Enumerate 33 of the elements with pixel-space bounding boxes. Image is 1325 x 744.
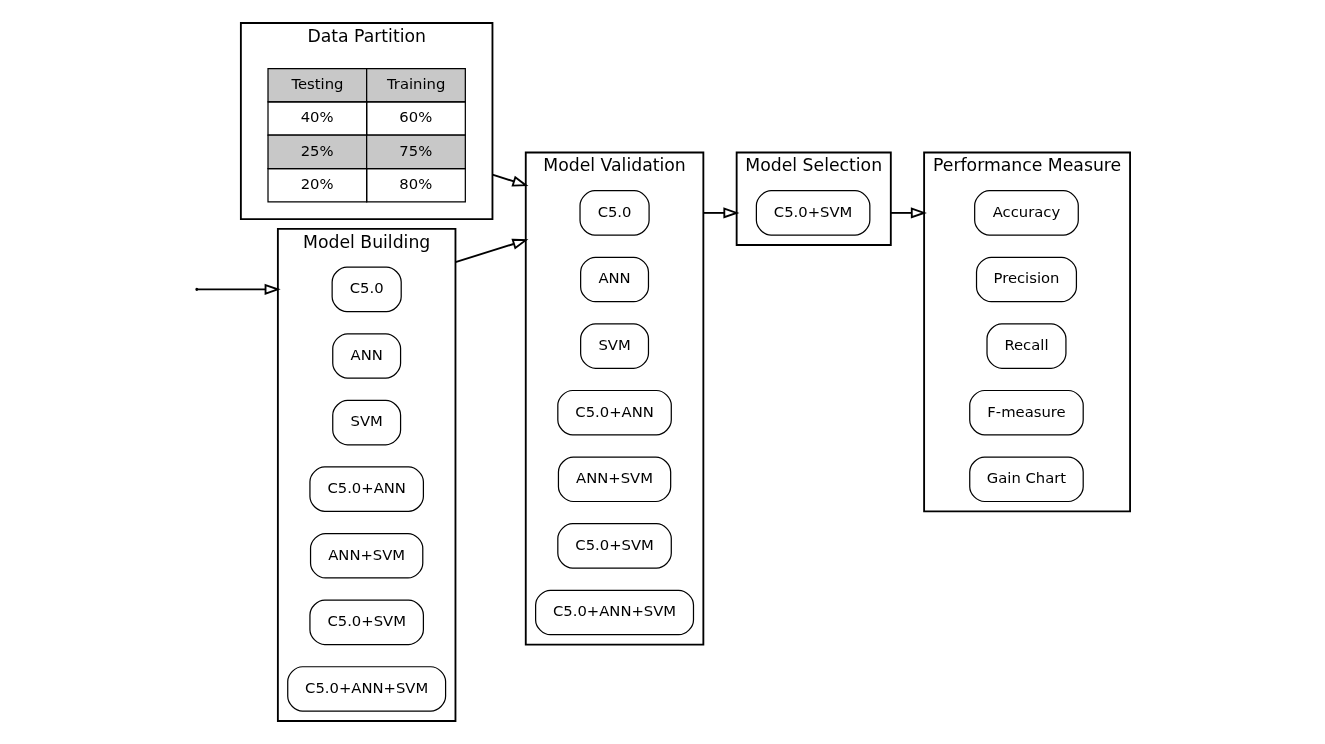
node-box: ANN+SVM bbox=[309, 532, 423, 579]
node-box: C5.0+ANN bbox=[308, 466, 424, 512]
arrow bbox=[491, 173, 528, 187]
node-box: C5.0 bbox=[578, 190, 650, 236]
arrow bbox=[454, 238, 528, 263]
node-box: F-measure bbox=[968, 389, 1084, 436]
label: 20% bbox=[300, 174, 334, 192]
node-box: SVM bbox=[331, 399, 401, 446]
label: 75% bbox=[398, 141, 432, 159]
node-box: C5.0+SVM bbox=[556, 523, 672, 569]
label: 60% bbox=[398, 108, 432, 126]
arrow bbox=[889, 207, 927, 219]
node-box: ANN+SVM bbox=[557, 456, 671, 503]
node-box: Gain Chart bbox=[968, 456, 1084, 503]
label: Training bbox=[386, 75, 445, 93]
label: 80% bbox=[398, 174, 432, 192]
node-box: C5.0+ANN+SVM bbox=[534, 589, 694, 636]
node-box: C5.0+SVM bbox=[755, 190, 870, 236]
node-box: SVM bbox=[579, 323, 649, 369]
node-box: C5.0+SVM bbox=[308, 599, 424, 646]
node-box: Recall bbox=[985, 323, 1067, 369]
arrow bbox=[701, 207, 739, 219]
node-box: Precision bbox=[975, 256, 1077, 303]
node-box: ANN bbox=[579, 256, 649, 303]
node-box: C5.0+ANN bbox=[556, 389, 672, 436]
node-box: ANN bbox=[331, 333, 401, 379]
node-box: C5.0+ANN+SVM bbox=[286, 666, 446, 712]
node-box: C5.0 bbox=[331, 266, 402, 313]
node-box: Accuracy bbox=[973, 190, 1079, 236]
label: 25% bbox=[300, 141, 334, 159]
arrow bbox=[196, 283, 281, 295]
label: 40% bbox=[300, 108, 334, 126]
label: Testing bbox=[290, 75, 343, 93]
